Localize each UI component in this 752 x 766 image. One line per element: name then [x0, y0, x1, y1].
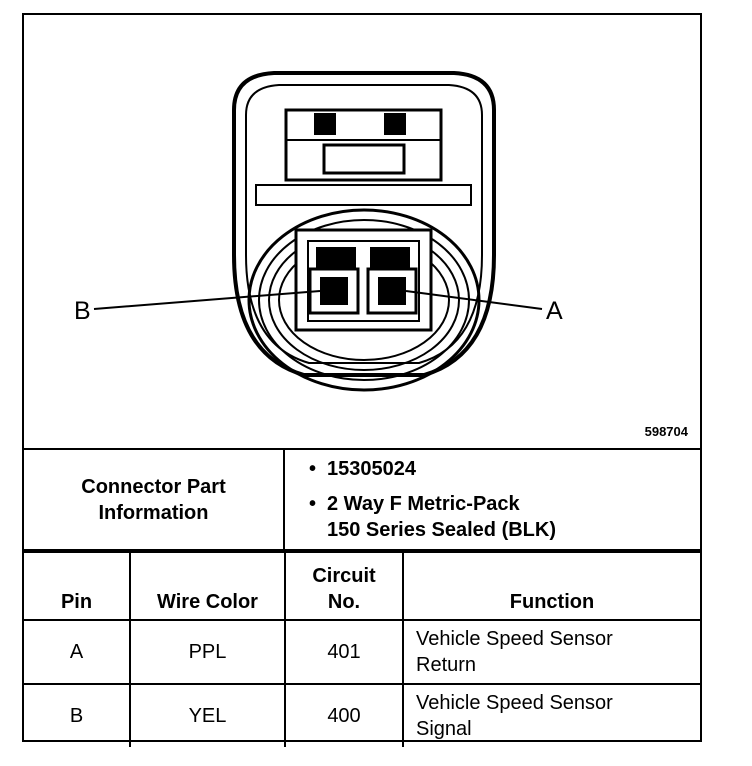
connector-type-line1: 2 Way F Metric-Pack: [327, 493, 520, 515]
cell-pin: B: [24, 683, 131, 747]
header-pin: Pin: [24, 551, 131, 621]
terminal-top-b: [316, 247, 356, 269]
connector-info-row: Connector Part Information • 15305024 • …: [24, 450, 700, 551]
header-circuit: Circuit No.: [284, 551, 404, 621]
latch-notch-right: [384, 113, 406, 135]
header-circuit-line1: Circuit: [312, 565, 376, 587]
bullet-icon: •: [309, 458, 317, 480]
terminal-a: [378, 277, 406, 305]
bullet-icon: •: [309, 493, 317, 515]
connector-type-bullet: • 2 Way F Metric-Pack 150 Series Sealed …: [309, 491, 556, 543]
cell-pin: A: [24, 619, 131, 685]
housing-outline: [232, 71, 496, 377]
latch-tab: [322, 143, 406, 175]
header-function: Function: [402, 551, 700, 621]
cell-circuit: 401: [284, 619, 404, 685]
connector-info-label-line2: Information: [98, 501, 209, 524]
connector-info-label: Connector Part Information: [24, 450, 285, 549]
cell-function: Vehicle Speed Sensor Return: [402, 619, 700, 685]
connector-info-values: • 15305024 • 2 Way F Metric-Pack 150 Ser…: [285, 450, 700, 549]
figure-number: 598704: [644, 424, 688, 439]
cell-function-line2: Return: [416, 654, 477, 676]
cell-function-line1: Vehicle Speed Sensor: [416, 692, 613, 714]
table-header-row: Pin Wire Color Circuit No. Function: [24, 551, 700, 621]
latch-notch-left: [314, 113, 336, 135]
table-row: B YEL 400 Vehicle Speed Sensor Signal: [24, 683, 700, 747]
part-number-bullet: • 15305024: [309, 456, 416, 482]
table-row: A PPL 401 Vehicle Speed Sensor Return: [24, 619, 700, 685]
terminal-b: [320, 277, 348, 305]
header-circuit-line2: No.: [327, 591, 361, 613]
cell-circuit: 400: [284, 683, 404, 747]
connector-drawing: [93, 71, 543, 392]
part-number: 15305024: [327, 458, 416, 480]
cavity-inner: [307, 240, 420, 322]
header-wire-color: Wire Color: [129, 551, 286, 621]
connector-info-label-line1: Connector Part: [81, 475, 226, 498]
connector-illustration: B A 598704: [24, 15, 700, 450]
latch-base: [255, 184, 472, 206]
cell-function-line2: Signal: [416, 718, 472, 740]
housing-inner-outline: [245, 84, 483, 364]
connector-type-line2: 150 Series Sealed (BLK): [327, 519, 556, 541]
terminal-top-a: [370, 247, 410, 269]
cell-function: Vehicle Speed Sensor Signal: [402, 683, 700, 747]
cell-wire-color: YEL: [129, 683, 286, 747]
cell-wire-color: PPL: [129, 619, 286, 685]
pin-b-callout: B: [74, 297, 91, 325]
pin-a-callout: A: [546, 297, 563, 325]
pin-a-leader-line: [405, 290, 543, 310]
pin-b-leader-line: [93, 290, 321, 310]
cell-function-line1: Vehicle Speed Sensor: [416, 628, 613, 650]
connector-frame: B A 598704 Connector Part Information • …: [22, 13, 702, 747]
pinout-table: Pin Wire Color Circuit No. Function A PP…: [24, 551, 700, 747]
